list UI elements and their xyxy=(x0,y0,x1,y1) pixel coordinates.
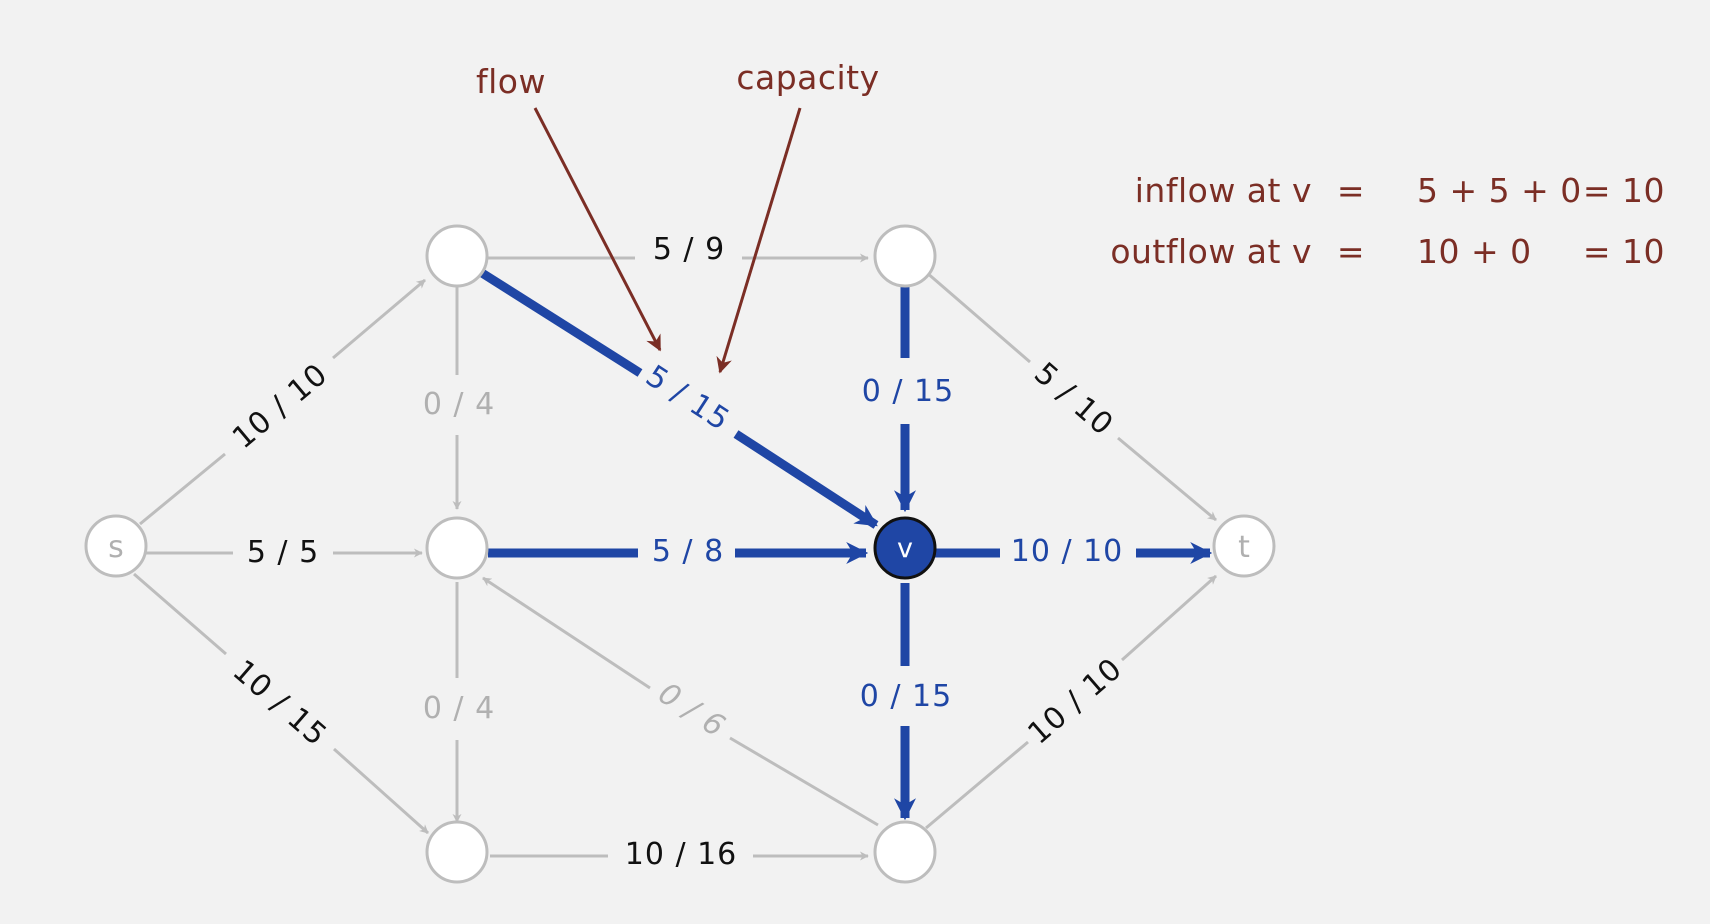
node-v-label: v xyxy=(897,533,913,564)
flow-pointer-arrow xyxy=(533,107,662,352)
inflow-equation: inflow at v = 5 + 5 + 0 = 10 xyxy=(1135,171,1665,210)
edge-label-e-b: 0 / 6 xyxy=(652,676,732,745)
edge-s-c xyxy=(133,572,429,835)
edge-label-s-c: 10 / 15 xyxy=(226,653,334,753)
edge-s-a xyxy=(139,278,426,526)
edge-e-b xyxy=(482,576,879,827)
outflow-terms: 10 + 0 xyxy=(1417,232,1532,271)
node-t: t xyxy=(1212,514,1276,578)
node-d xyxy=(873,224,937,288)
edge-label-s-a: 10 / 10 xyxy=(226,357,335,456)
inflow-lhs: inflow at v xyxy=(1135,171,1312,210)
edge-label-c-e: 10 / 16 xyxy=(625,837,738,872)
node-s-label: s xyxy=(108,530,124,565)
outflow-result: = 10 xyxy=(1583,232,1665,271)
edge-e-t xyxy=(925,574,1217,830)
outflow-equation: outflow at v = 10 + 0 = 10 xyxy=(1110,232,1665,271)
inflow-result: = 10 xyxy=(1583,171,1665,210)
node-b xyxy=(425,516,489,580)
edge-label-e-t: 10 / 10 xyxy=(1021,651,1129,751)
annotation-capacity: capacity xyxy=(736,58,879,97)
annotation-flow: flow xyxy=(476,62,546,101)
edge-a-v xyxy=(479,269,879,529)
node-v: v xyxy=(873,516,937,580)
edge-label-b-c: 0 / 4 xyxy=(423,691,495,726)
edge-d-t xyxy=(925,270,1217,522)
node-a xyxy=(425,224,489,288)
node-s: s xyxy=(84,514,148,578)
capacity-pointer-arrow xyxy=(716,107,802,374)
outflow-equals: = xyxy=(1337,232,1365,271)
edge-label-v-t: 10 / 10 xyxy=(1011,534,1124,569)
edge-label-s-b: 5 / 5 xyxy=(247,535,319,570)
inflow-equals: = xyxy=(1337,171,1365,210)
edge-label-v-e: 0 / 15 xyxy=(860,679,952,714)
edge-label-d-v: 0 / 15 xyxy=(862,374,954,409)
edge-label-a-d: 5 / 9 xyxy=(653,232,725,267)
node-c xyxy=(425,820,489,884)
node-t-label: t xyxy=(1238,530,1250,565)
edge-label-b-v: 5 / 8 xyxy=(652,534,724,569)
edge-label-d-t: 5 / 10 xyxy=(1027,356,1120,443)
node-e xyxy=(873,820,937,884)
inflow-terms: 5 + 5 + 0 xyxy=(1417,171,1582,210)
edge-label-a-b: 0 / 4 xyxy=(423,387,495,422)
outflow-lhs: outflow at v xyxy=(1110,232,1312,271)
